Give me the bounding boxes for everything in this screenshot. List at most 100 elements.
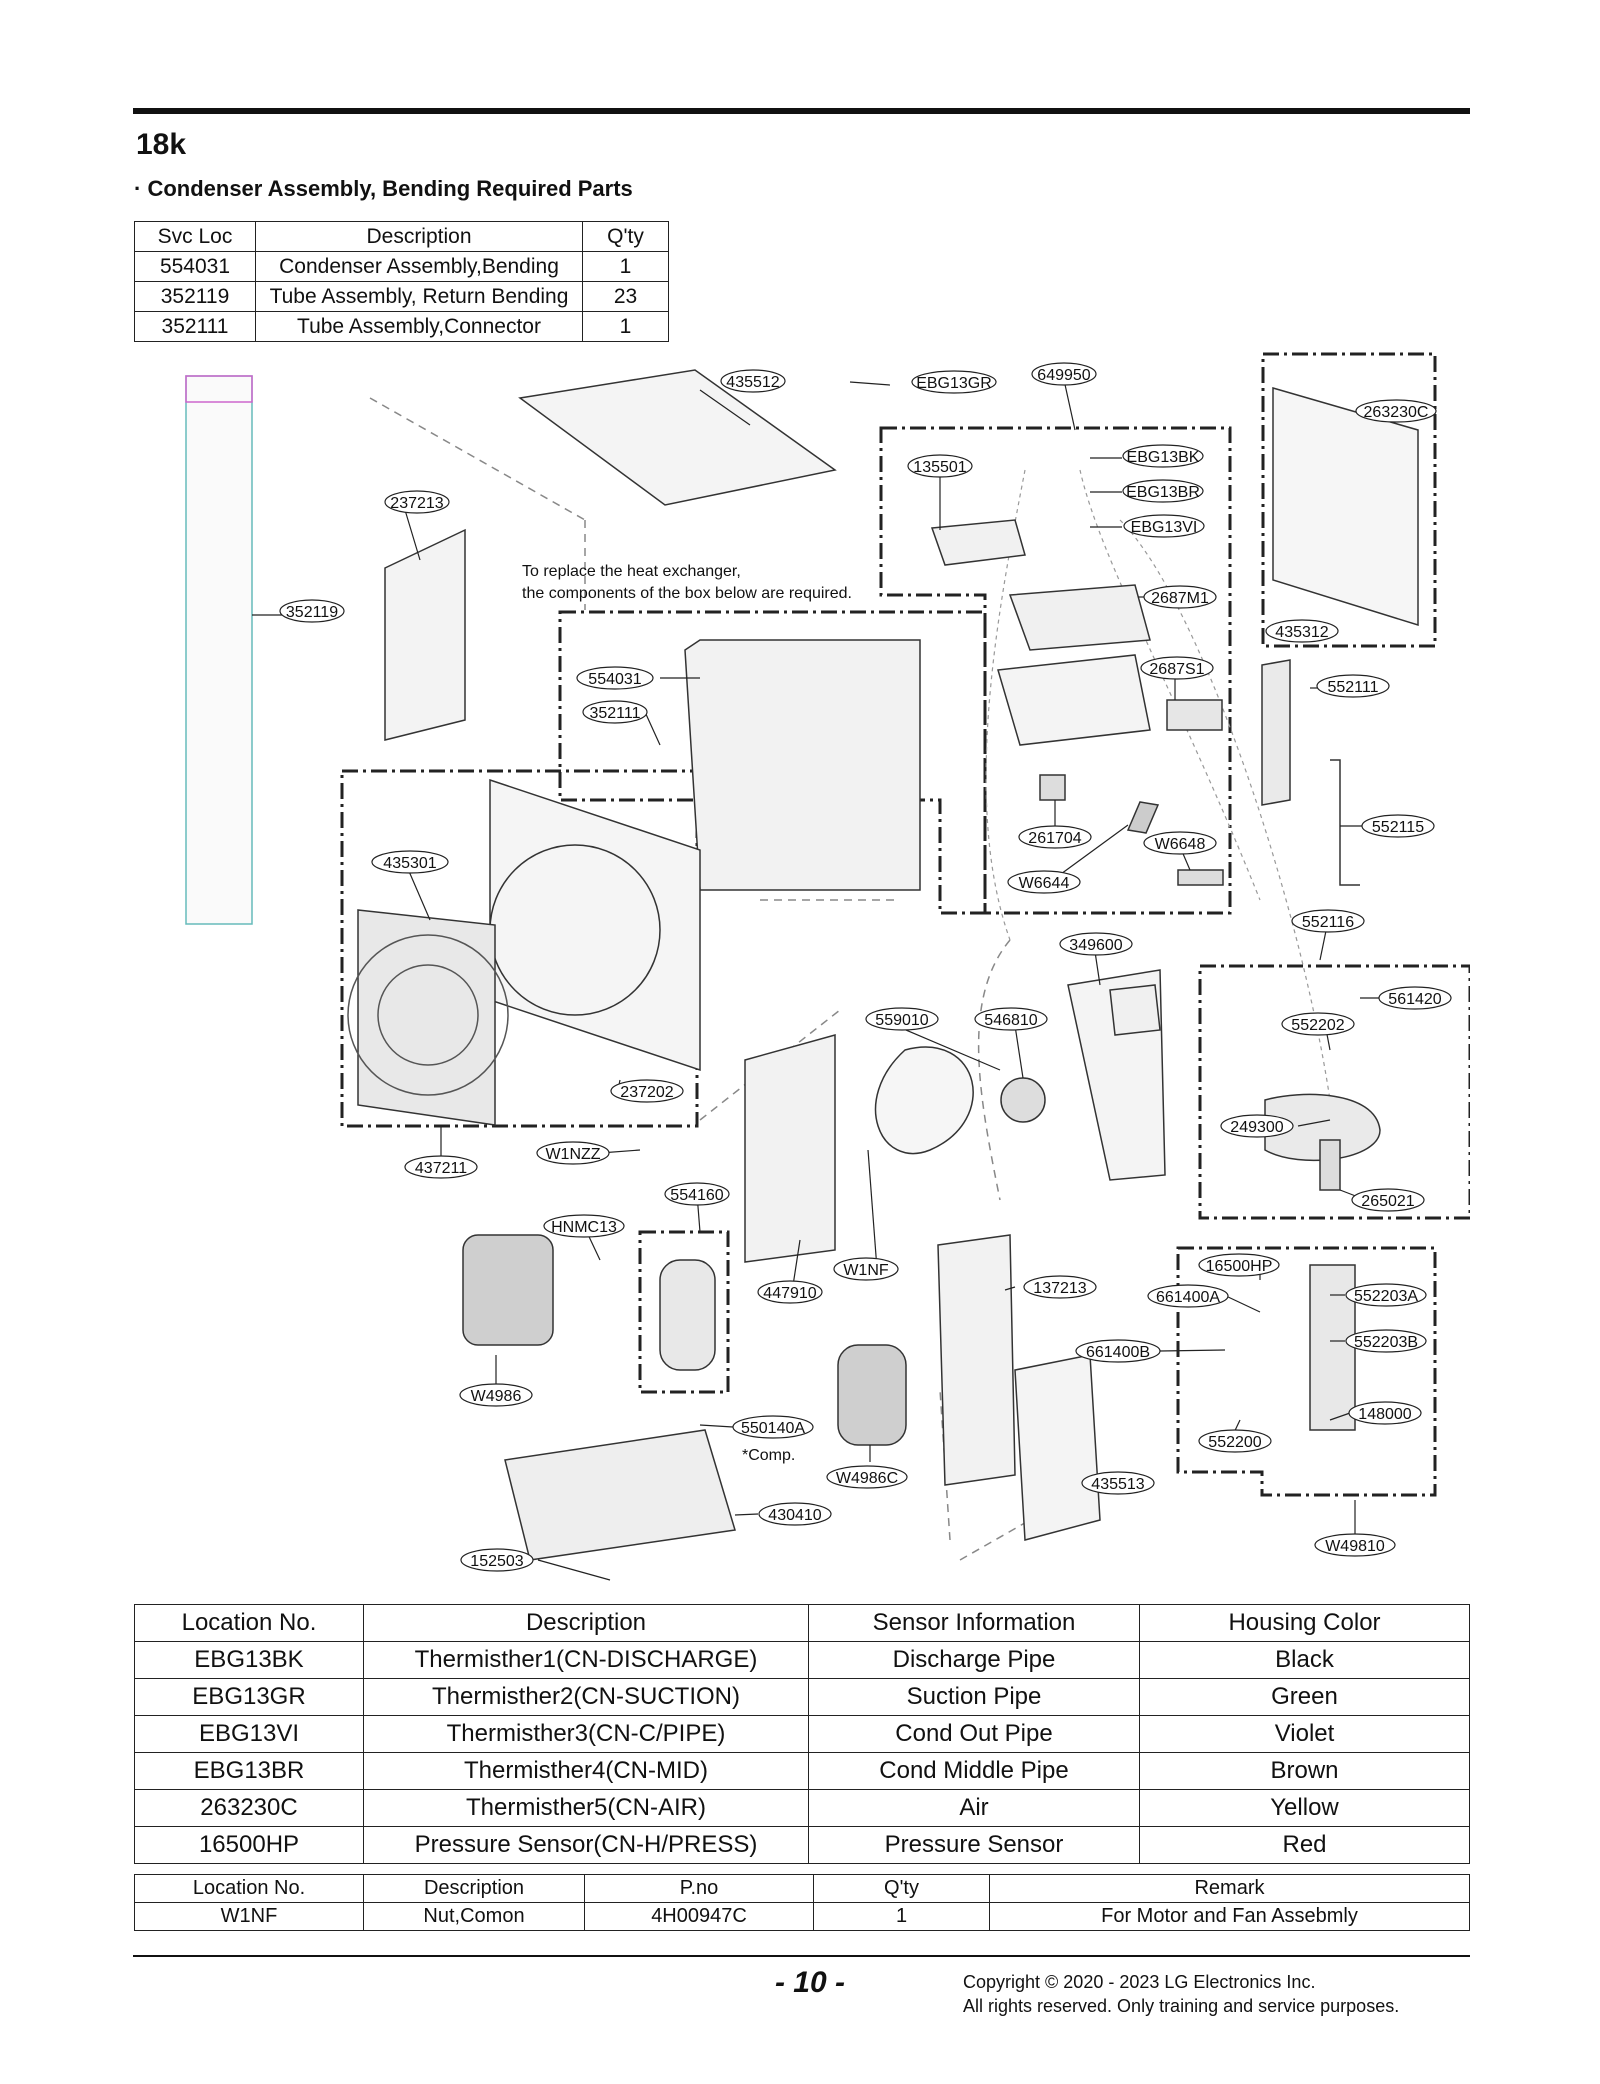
fan-motor xyxy=(1000,1077,1046,1123)
compressor-group-box xyxy=(638,1230,730,1394)
header-cell: Q'ty xyxy=(813,1874,990,1903)
rear-grille xyxy=(1272,387,1419,627)
callout-352119: 352119 xyxy=(286,604,338,621)
table-row: 352111 Tube Assembly,Connector 1 xyxy=(134,311,669,342)
table-cell: Discharge Pipe xyxy=(808,1641,1140,1679)
table-cell: Suction Pipe xyxy=(808,1678,1140,1716)
table-cell: EBG13VI xyxy=(134,1715,364,1753)
header-cell: Q'ty xyxy=(582,221,669,252)
table-row: EBG13BR Thermisther4(CN-MID) Cond Middle… xyxy=(134,1752,1470,1790)
front-panel xyxy=(489,778,701,1072)
table-cell: Tube Assembly,Connector xyxy=(255,311,583,342)
table-cell: Tube Assembly, Return Bending xyxy=(255,281,583,312)
table-cell: Pressure Sensor(CN-H/PRESS) xyxy=(363,1826,809,1864)
bending-parts-table: Svc Loc Description Q'ty 554031 Condense… xyxy=(134,221,669,342)
callout-w4986: W4986 xyxy=(471,1388,522,1405)
callout-w6648: W6648 xyxy=(1155,836,1206,853)
callout-550140a: 550140A xyxy=(741,1420,805,1437)
callout-437211: 437211 xyxy=(415,1160,467,1177)
callout-552115: 552115 xyxy=(1372,819,1424,836)
table-cell: EBG13BK xyxy=(134,1641,364,1679)
table-cell: Air xyxy=(808,1789,1140,1827)
sensor-table: Location No. Description Sensor Informat… xyxy=(134,1604,1470,1864)
valve-cover xyxy=(1014,1354,1101,1541)
callout-552116: 552116 xyxy=(1302,914,1354,931)
callout-435301: 435301 xyxy=(383,855,436,872)
callout-w6644: W6644 xyxy=(1019,875,1070,892)
callout-ovals xyxy=(279,362,1452,1572)
callout-137213: 137213 xyxy=(1033,1280,1086,1297)
table-header-row: Location No. Description Sensor Informat… xyxy=(134,1604,1470,1642)
part-outlines xyxy=(185,369,1419,1561)
callout-552111: 552111 xyxy=(1327,679,1378,696)
service-valve-body xyxy=(1309,1264,1356,1431)
table-cell: 1 xyxy=(582,251,669,282)
callout-w49810: W49810 xyxy=(1325,1538,1385,1555)
table-header-row: Svc Loc Description Q'ty xyxy=(134,221,669,252)
callout-16500hp: 16500HP xyxy=(1206,1258,1273,1275)
compressor-top-blanket xyxy=(837,1344,907,1446)
table-cell: Green xyxy=(1139,1678,1470,1716)
header-cell: Location No. xyxy=(134,1874,364,1903)
callout-552203a: 552203A xyxy=(1354,1288,1418,1305)
table-cell: Violet xyxy=(1139,1715,1470,1753)
table-cell: Black xyxy=(1139,1641,1470,1679)
header-cell: Description xyxy=(363,1604,809,1642)
table-cell: Red xyxy=(1139,1826,1470,1864)
table-row: EBG13GR Thermisther2(CN-SUCTION) Suction… xyxy=(134,1678,1470,1716)
pipe-552115 xyxy=(1330,759,1360,886)
side-panel xyxy=(937,1234,1016,1486)
callout-265021: 265021 xyxy=(1361,1193,1414,1210)
callout-435512: 435512 xyxy=(726,374,779,391)
header-cell: Svc Loc xyxy=(134,221,256,252)
callout-135501: 135501 xyxy=(913,459,966,476)
table-cell: Cond Middle Pipe xyxy=(808,1752,1140,1790)
base-pan xyxy=(504,1429,736,1561)
main-pcb xyxy=(1008,584,1151,651)
compressor-note: *Comp. xyxy=(742,1447,795,1464)
table-cell: Yellow xyxy=(1139,1789,1470,1827)
service-valve-group-box xyxy=(1176,1246,1437,1497)
return-bend-tube-strip xyxy=(185,375,253,925)
callout-w1nf: W1NF xyxy=(843,1262,889,1279)
copyright-line-1: Copyright © 2020 - 2023 LG Electronics I… xyxy=(963,1972,1316,1992)
callout-661400a: 661400A xyxy=(1156,1289,1220,1306)
header-cell: Description xyxy=(363,1874,585,1903)
fan-guard xyxy=(357,909,496,1126)
air-grille-group-box xyxy=(1261,352,1437,648)
table-cell: Thermisther5(CN-AIR) xyxy=(363,1789,809,1827)
section-title: · Condenser Assembly, Bending Required P… xyxy=(134,176,633,201)
table-cell: Cond Out Pipe xyxy=(808,1715,1140,1753)
table-cell: Thermisther4(CN-MID) xyxy=(363,1752,809,1790)
callout-261704: 261704 xyxy=(1028,830,1081,847)
callout-352111: 352111 xyxy=(589,705,640,722)
header-cell: Housing Color xyxy=(1139,1604,1470,1642)
copyright-line-2: All rights reserved. Only training and s… xyxy=(963,1996,1400,2016)
table-cell: Pressure Sensor xyxy=(808,1826,1140,1864)
callout-561420: 561420 xyxy=(1388,991,1441,1008)
heat-exchanger-note-line2: the components of the box below are requ… xyxy=(522,585,852,602)
table-cell: Nut,Comon xyxy=(363,1902,585,1931)
callout-hnmc13: HNMC13 xyxy=(551,1219,617,1236)
table-cell: Condenser Assembly,Bending xyxy=(255,251,583,282)
callout-430410: 430410 xyxy=(768,1507,821,1524)
compressor-blanket xyxy=(462,1234,554,1346)
callout-ebg13vi: EBG13VI xyxy=(1131,519,1198,536)
copyright-notice: Copyright © 2020 - 2023 LG Electronics I… xyxy=(963,1970,1399,2018)
callout-435513: 435513 xyxy=(1091,1476,1144,1493)
sub-pcb xyxy=(1166,699,1223,731)
table-cell: 1 xyxy=(582,311,669,342)
table-cell: 352111 xyxy=(134,311,256,342)
table-cell: 352119 xyxy=(134,281,256,312)
callout-552203b: 552203B xyxy=(1354,1334,1418,1351)
callout-661400b: 661400B xyxy=(1086,1344,1150,1361)
table-row: W1NF Nut,Comon 4H00947C 1 For Motor and … xyxy=(134,1902,1470,1931)
table-row: 352119 Tube Assembly, Return Bending 23 xyxy=(134,281,669,312)
terminal-block-w6644 xyxy=(1126,801,1160,834)
header-cell: Sensor Information xyxy=(808,1604,1140,1642)
table-row: EBG13VI Thermisther3(CN-C/PIPE) Cond Out… xyxy=(134,1715,1470,1753)
table-cell: Thermisther2(CN-SUCTION) xyxy=(363,1678,809,1716)
fan-guard-ring xyxy=(347,934,509,1096)
header-cell: Location No. xyxy=(134,1604,364,1642)
table-cell: For Motor and Fan Assebmly xyxy=(989,1902,1470,1931)
